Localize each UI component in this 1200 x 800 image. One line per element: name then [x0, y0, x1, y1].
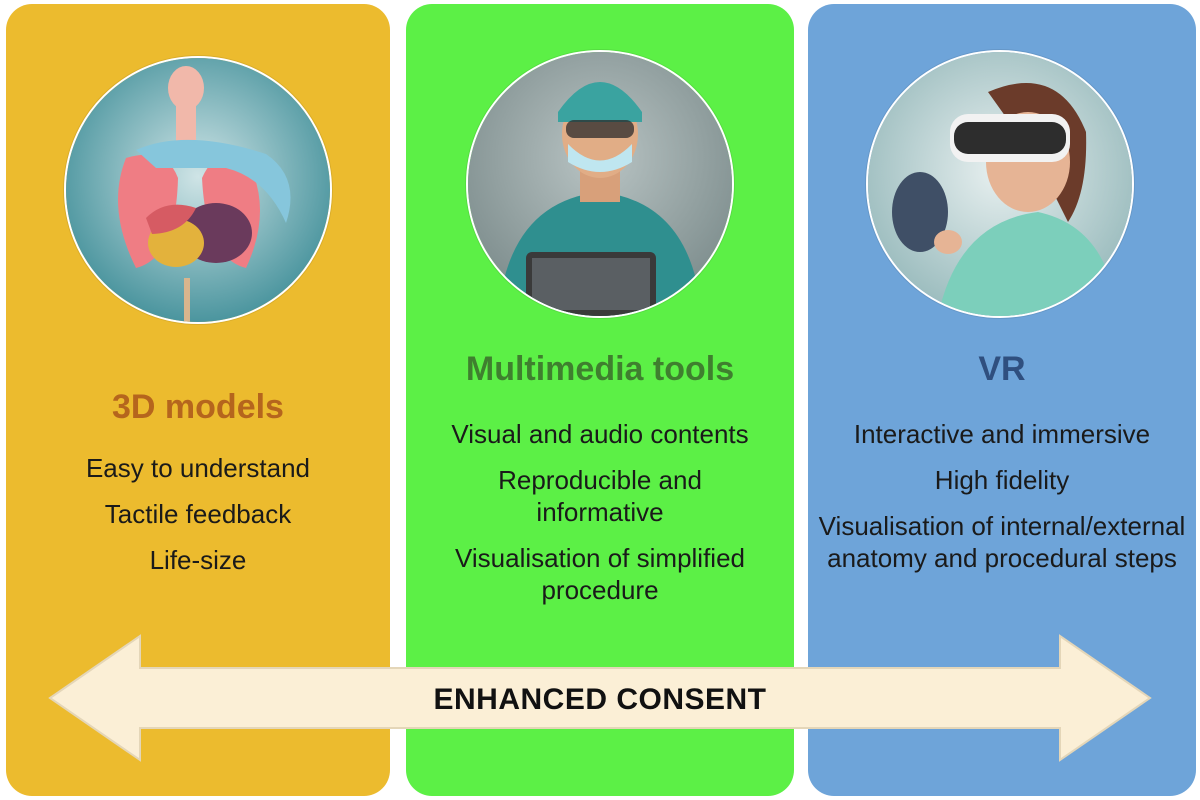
- surgeon-with-tablet-icon: [466, 50, 734, 318]
- panel-3d-models: 3D models Easy to understand Tactile fee…: [6, 4, 390, 796]
- panel-title: Multimedia tools: [465, 350, 735, 388]
- feature-item: Easy to understand: [85, 453, 311, 483]
- feature-item: Life-size: [149, 545, 247, 575]
- feature-item: Visual and audio contents: [451, 419, 749, 449]
- panel-title: VR: [978, 350, 1026, 388]
- feature-item: Visualisation of internal/external anato…: [818, 511, 1186, 573]
- anatomical-torso-model-icon: [64, 56, 332, 324]
- panel-vr: VR Interactive and immersive High fideli…: [808, 4, 1196, 796]
- feature-item: Interactive and immersive: [853, 419, 1151, 449]
- feature-item: High fidelity: [934, 465, 1070, 495]
- feature-list: Interactive and immersive High fidelity …: [818, 418, 1186, 588]
- feature-list: Easy to understand Tactile feedback Life…: [16, 452, 380, 590]
- feature-item: Tactile feedback: [104, 499, 292, 529]
- double-headed-arrow-icon: [46, 634, 1154, 762]
- vr-headset-user-icon: [866, 50, 1134, 318]
- feature-item: Visualisation of simplified procedure: [455, 543, 745, 605]
- panel-title: 3D models: [112, 388, 284, 426]
- arrow-label: ENHANCED CONSENT: [433, 683, 767, 716]
- feature-item: Reproducible and informative: [498, 465, 702, 527]
- feature-list: Visual and audio contents Reproducible a…: [416, 418, 784, 620]
- panel-multimedia-tools: Multimedia tools Visual and audio conten…: [406, 4, 794, 796]
